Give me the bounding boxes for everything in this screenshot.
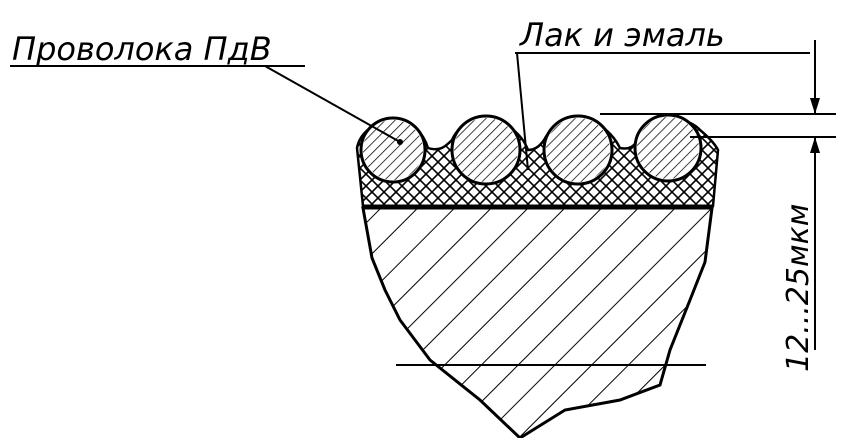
coating-label: Лак и эмаль <box>519 16 725 54</box>
wire-circle-2-hatch <box>454 118 518 182</box>
substrate <box>361 206 714 440</box>
dimension-lines <box>600 40 836 350</box>
thickness-label: 12...25мкм <box>781 204 816 372</box>
wire-circle-3-hatch <box>546 118 610 182</box>
wire-label: Проволока ПдВ <box>12 30 272 68</box>
wire-circles <box>359 113 703 186</box>
wire-leader <box>10 65 403 145</box>
coating-leader <box>515 52 810 171</box>
wire-circle-4-hatch <box>637 117 699 179</box>
wire-circle-1-hatch <box>363 120 423 180</box>
